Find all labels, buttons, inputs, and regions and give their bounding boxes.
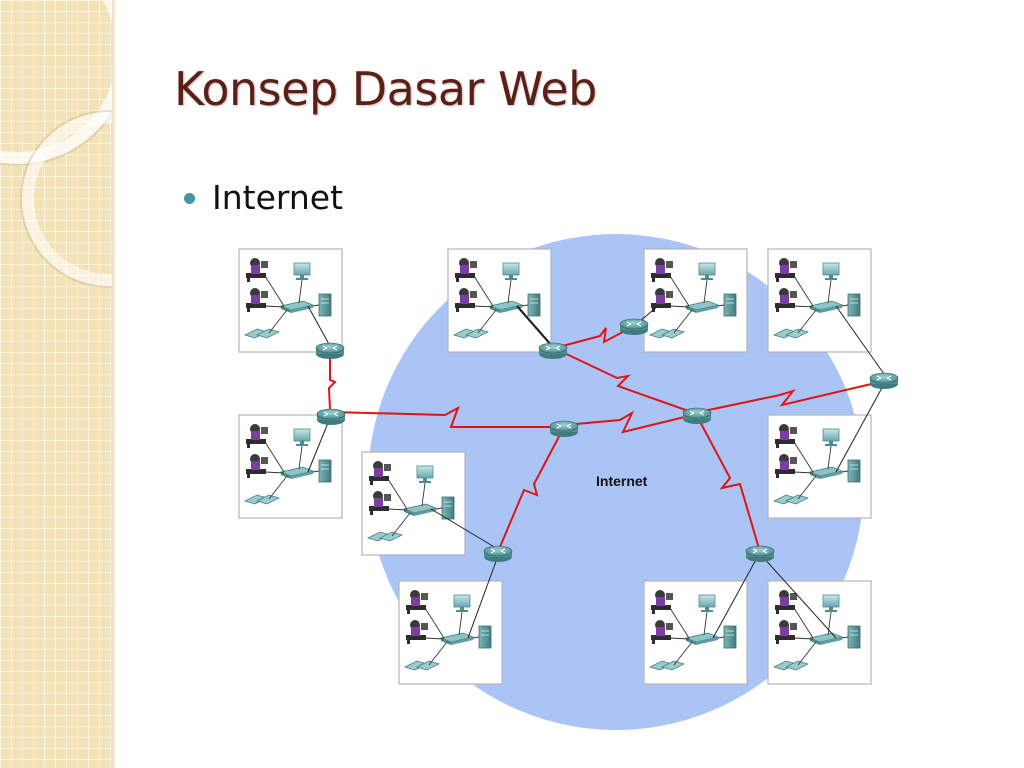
lan-box: [447, 248, 552, 353]
router-icon: [316, 408, 346, 426]
router-icon: [538, 342, 568, 360]
lan-box: [767, 248, 872, 353]
router-icon: [483, 545, 513, 563]
lan-links: [307, 305, 885, 639]
lan-box: [643, 248, 748, 353]
router-icon: [549, 420, 579, 438]
slide-title: Konsep Dasar Web: [174, 62, 597, 116]
bullet-icon: [184, 193, 195, 204]
bullet-item: Internet: [184, 178, 343, 217]
bullet-text: Internet: [212, 178, 344, 217]
decorative-sidebar: [0, 0, 112, 768]
lan-box: [767, 414, 872, 519]
lan-box: [238, 414, 343, 519]
router-icon: [869, 372, 899, 390]
internet-label: Internet: [596, 473, 648, 489]
lan-box: [398, 580, 503, 685]
router-icon: [682, 407, 712, 425]
lan-box: [643, 580, 748, 685]
wan-links: [327, 325, 885, 555]
router-icon: [315, 342, 345, 360]
router-icon: [619, 318, 649, 336]
lan-box: [361, 451, 466, 556]
network-diagram: Internet: [238, 234, 899, 730]
lan-box: [767, 580, 872, 685]
lan-box: [238, 248, 343, 353]
sidebar-edge: [112, 0, 115, 768]
router-icon: [745, 545, 775, 563]
